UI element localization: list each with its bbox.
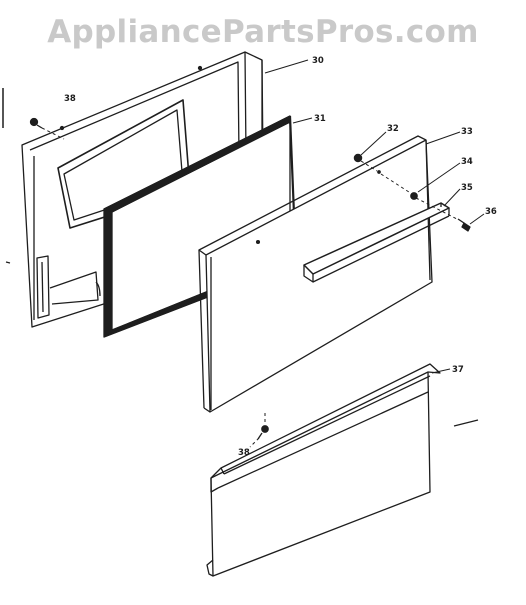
callout-33: 33 [461,127,473,137]
part-38-screw-bottom [257,425,269,440]
part-37-kick-panel [206,363,441,577]
callout-37: 37 [452,365,464,375]
callout-36: 36 [485,207,497,217]
leader-lines [264,59,485,374]
callout-35: 35 [461,183,473,193]
callout-31: 31 [314,114,326,124]
assembly-lines [41,127,458,448]
part-32-clip [353,153,381,174]
callout-30: 30 [312,56,324,66]
site-watermark: AppliancePartsPros.com [47,14,479,50]
callout-38-bottom: 38 [238,448,250,458]
callout-32: 32 [387,124,399,134]
callout-34: 34 [461,157,473,167]
part-38-screw-top [29,117,43,129]
stray-marks [2,88,479,427]
part-34-washer [410,192,418,200]
part-36-screw-handle [457,218,471,232]
callout-labels: 30 31 32 33 34 35 36 37 38 38 [64,56,497,458]
callout-38-top: 38 [64,94,76,104]
